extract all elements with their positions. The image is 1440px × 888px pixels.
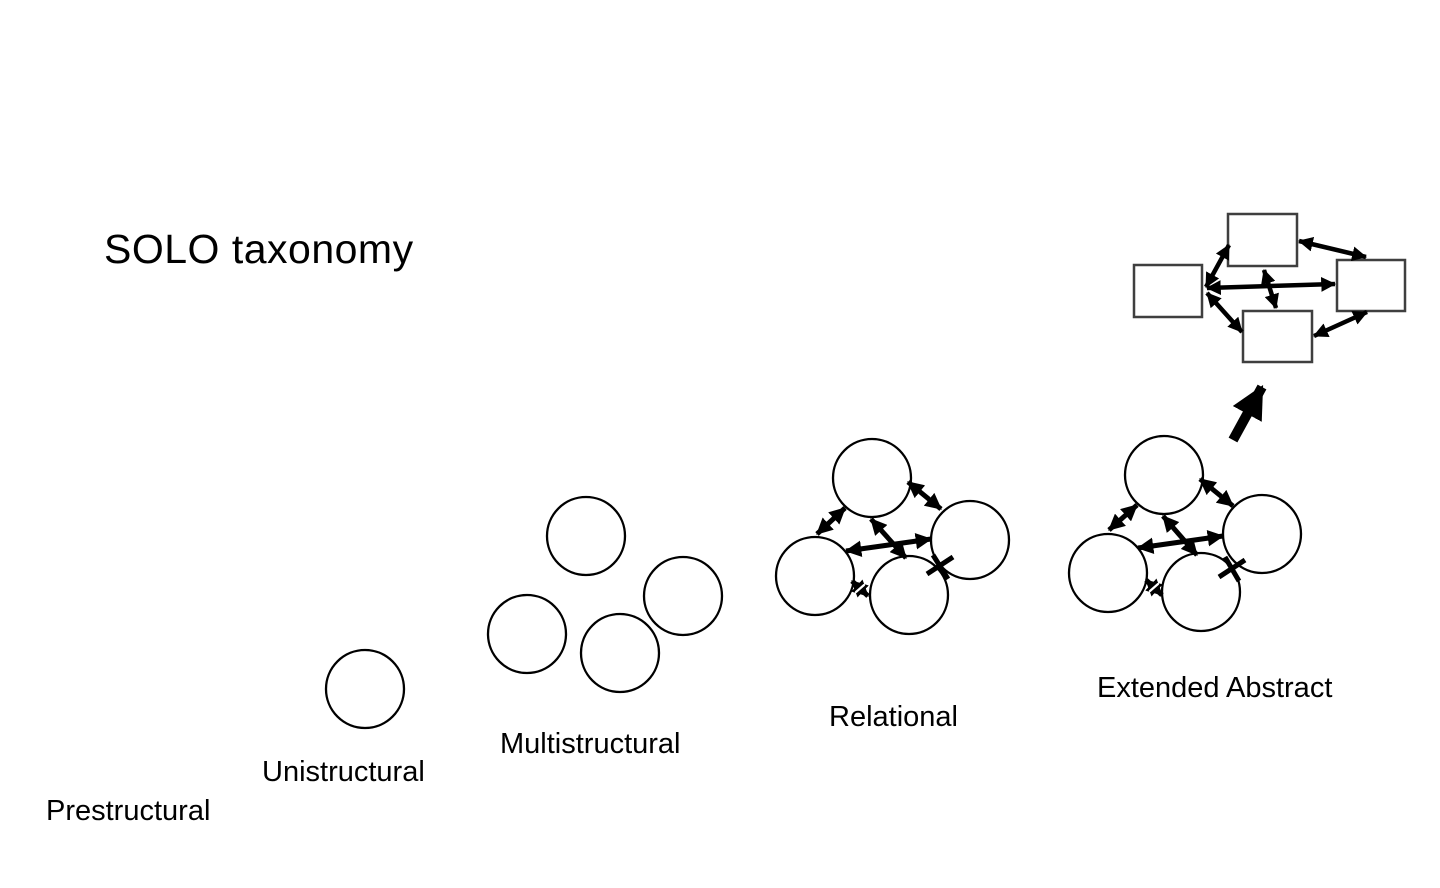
diamond-highlight (854, 583, 866, 594)
abstract-concept-box (1241, 309, 1314, 364)
diamond-highlight (1148, 582, 1160, 593)
abstract-concept-box (1226, 212, 1299, 268)
stage-label-extended-abstract: Extended Abstract (1097, 672, 1333, 704)
concept-circle-extended-abstract (1123, 434, 1205, 516)
stage-label-relational: Relational (829, 701, 958, 733)
stage-label-multistructural: Multistructural (500, 728, 681, 760)
box-relation-arrow (1261, 269, 1279, 309)
concept-circle-multistructural (579, 612, 661, 694)
stage-label-unistructural: Unistructural (262, 756, 425, 788)
abstraction-leap-arrow (1228, 384, 1267, 443)
abstract-concept-box (1335, 258, 1407, 313)
concept-circle-unistructural (324, 648, 406, 730)
relation-arrow (1198, 477, 1235, 508)
relation-arrow (869, 517, 908, 560)
box-relation-arrow (1313, 309, 1368, 339)
abstract-concept-box (1132, 263, 1204, 319)
box-relation-arrow (1297, 236, 1368, 262)
relation-arrow (815, 506, 847, 536)
figure-title: SOLO taxonomy (104, 226, 414, 272)
concept-circle-multistructural (545, 495, 627, 577)
relation-arrow (1107, 503, 1139, 532)
concept-circle-multistructural (642, 555, 724, 637)
cross-link-mark (1222, 555, 1242, 583)
cross-link-mark (930, 553, 951, 581)
concept-circle-relational (831, 437, 913, 519)
stage-label-prestructural: Prestructural (46, 795, 211, 827)
concept-circle-multistructural (486, 593, 568, 675)
box-relation-arrow (1204, 243, 1231, 289)
relation-arrow (906, 480, 943, 511)
box-relation-arrow (1205, 291, 1244, 334)
relation-arrow (1161, 514, 1199, 557)
concept-circle-extended-abstract (1067, 532, 1149, 614)
concept-circle-extended-abstract (1221, 493, 1303, 575)
concept-circle-relational (774, 535, 856, 617)
